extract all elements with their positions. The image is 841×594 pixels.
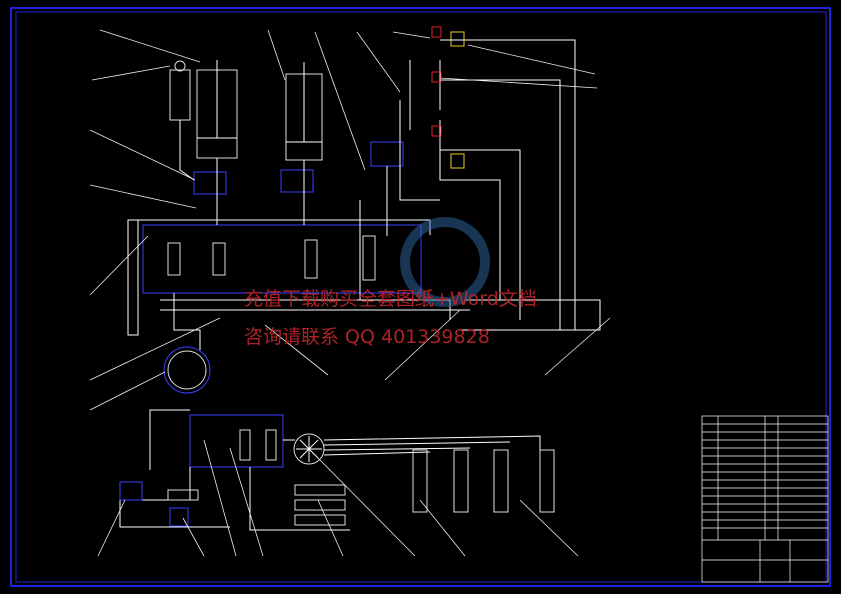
lower-valve-box	[189, 414, 284, 468]
logo-watermark	[400, 217, 490, 307]
pump-circle	[163, 346, 211, 394]
accumulator-body	[169, 69, 191, 121]
lower-cylinder-3	[493, 449, 509, 513]
inner-border	[15, 11, 827, 583]
valve-2	[280, 169, 314, 193]
lower-cylinder-4	[539, 449, 555, 513]
watermark-line-2: 咨询请联系 QQ 401339828	[244, 326, 490, 348]
hydraulic-motor	[293, 433, 325, 465]
lower-cylinder-1	[412, 449, 428, 513]
outer-border	[10, 7, 831, 587]
manifold-block	[142, 224, 422, 294]
lower-cylinder-2	[453, 449, 469, 513]
highlight-markers	[431, 26, 465, 169]
watermark-line-1: 充值下载购买全套图纸+Word文档	[244, 288, 537, 310]
title-block	[701, 415, 829, 583]
valve-1	[193, 171, 227, 195]
valve-3	[370, 141, 404, 167]
